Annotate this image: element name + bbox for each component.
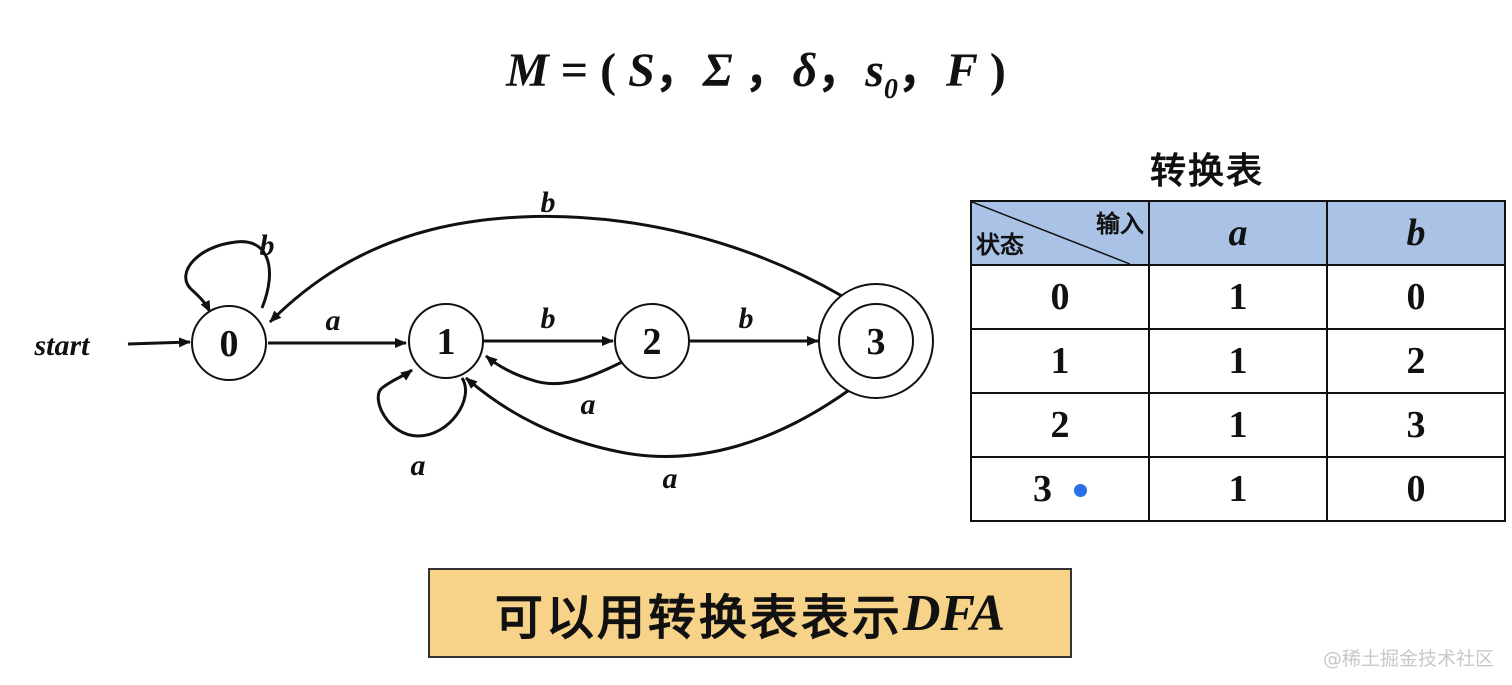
edge-3-1-label: a <box>663 462 678 495</box>
row-2-b: 3 <box>1326 392 1506 458</box>
table-row: 1 1 2 <box>970 328 1506 394</box>
row-2-a: 1 <box>1148 392 1328 458</box>
formula-f: F <box>945 44 978 97</box>
caption-dfa: DFA <box>902 584 1006 642</box>
row-3-state: 3 <box>1033 468 1052 510</box>
table-corner-cell: 输入 状态 <box>970 200 1150 266</box>
row-1-state: 1 <box>970 328 1150 394</box>
table-col-b: b <box>1326 200 1506 266</box>
watermark: @稀土掘金技术社区 <box>1322 648 1494 670</box>
formula-sigma: Σ <box>702 44 733 97</box>
table-header-row: 输入 状态 a b <box>970 200 1506 266</box>
dfa-state-diagram: 0 1 2 3 start b a a b a b a b <box>33 186 934 495</box>
formula-sep1: ， <box>654 44 703 97</box>
edge-0-1-label: a <box>326 304 341 337</box>
formula-delta: δ <box>792 44 818 97</box>
table-row: 0 1 0 <box>970 264 1506 330</box>
edge-0-0-label: b <box>260 229 275 262</box>
formula-close: ) <box>977 44 1006 97</box>
edge-3-0-b <box>268 214 843 324</box>
row-0-state: 0 <box>970 264 1150 330</box>
formula-m: M <box>506 44 549 97</box>
row-3-b: 0 <box>1326 456 1506 522</box>
state-2-circle <box>614 303 690 379</box>
formula-sep2: ， <box>732 44 793 97</box>
pointer-dot-icon <box>1074 484 1087 497</box>
formula-s0: s <box>865 44 884 97</box>
formula-sep3: ， <box>817 44 866 97</box>
formula-title: M = ( S，Σ ，δ，s0，F ) <box>0 30 1512 106</box>
row-1-a: 1 <box>1148 328 1328 394</box>
edge-3-0-label: b <box>541 186 556 219</box>
state-0-circle <box>191 305 267 381</box>
table-col-a: a <box>1148 200 1328 266</box>
table-row: 3 1 0 <box>970 456 1506 522</box>
edge-2-1-a <box>485 354 623 386</box>
edge-2-3-label: b <box>739 302 754 335</box>
start-label: start <box>33 329 91 362</box>
edge-1-1-label: a <box>411 449 426 482</box>
transition-table-title: 转换表 <box>1150 151 1265 192</box>
row-1-b: 2 <box>1326 328 1506 394</box>
edge-1-1-a <box>376 368 468 438</box>
formula-sep4: ， <box>897 44 946 97</box>
state-3-label: 3 <box>867 321 886 363</box>
formula-s: S <box>628 44 655 97</box>
state-1-label: 1 <box>437 321 456 363</box>
edge-3-1-a <box>465 376 853 458</box>
edge-2-1-label: a <box>581 388 596 421</box>
row-3-a: 1 <box>1148 456 1328 522</box>
state-1-circle <box>408 303 484 379</box>
caption-text: 可以用转换表表示 <box>494 590 903 646</box>
row-3-state-cell: 3 <box>970 456 1150 522</box>
row-2-state: 2 <box>970 392 1150 458</box>
edge-1-2-label: b <box>541 302 556 335</box>
transition-table: 输入 状态 a b 0 1 0 1 1 2 2 1 3 3 1 0 <box>970 200 1506 522</box>
start-arrow <box>127 337 191 348</box>
state-3-inner-circle <box>838 303 914 379</box>
formula-eq: = ( <box>548 44 629 97</box>
row-0-b: 0 <box>1326 264 1506 330</box>
corner-diagonal-line <box>972 202 1130 264</box>
row-0-a: 1 <box>1148 264 1328 330</box>
state-0-label: 0 <box>220 323 239 365</box>
corner-input-label: 输入 <box>1096 210 1144 238</box>
table-row: 2 1 3 <box>970 392 1506 458</box>
formula-s0-sub: 0 <box>883 74 898 105</box>
state-2-label: 2 <box>643 321 662 363</box>
corner-state-label: 状态 <box>976 231 1024 259</box>
edge-0-0-b <box>184 240 271 313</box>
